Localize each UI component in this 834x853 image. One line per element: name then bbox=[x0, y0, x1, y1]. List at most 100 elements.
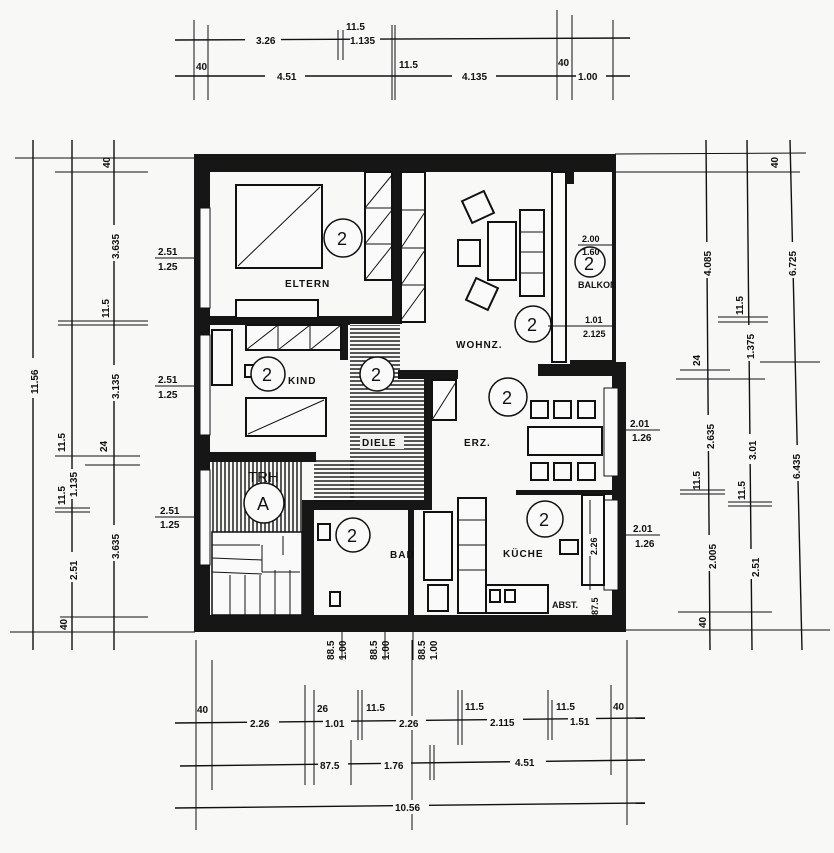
dim-label: 1.135 bbox=[350, 36, 375, 47]
dim-label: 2.635 bbox=[706, 424, 717, 449]
balkon-door-height: 2.125 bbox=[583, 329, 606, 339]
opening-height: 1.00 bbox=[381, 640, 392, 660]
opening-width: 88.5 bbox=[417, 640, 428, 660]
dim-label: 2.51 bbox=[751, 557, 762, 577]
window-height: 1.26 bbox=[632, 433, 652, 444]
room-labels: ELTERN KIND DIELE WOHNZ. ERZ. BAD KÜCHE … bbox=[248, 279, 617, 610]
dim-label: 2.26 bbox=[399, 719, 419, 730]
balkon-annotations: 2.00 1.60 1.01 2.125 2.26 87.5 bbox=[548, 234, 612, 615]
room-number: 2 bbox=[584, 254, 594, 274]
window-height: 1.25 bbox=[160, 520, 180, 531]
balkon-window-height: 1.60 bbox=[582, 247, 600, 257]
balkon-window-width: 2.00 bbox=[582, 234, 600, 244]
dim-label: 11.5 bbox=[346, 22, 365, 33]
dim-label: 10.56 bbox=[395, 803, 420, 814]
room-label-erz: ERZ. bbox=[464, 438, 491, 449]
dim-label: 2.26 bbox=[250, 719, 270, 730]
dim-label: 1.76 bbox=[384, 761, 404, 772]
room-label-bad: BAD bbox=[390, 550, 415, 561]
dim-label: 3.635 bbox=[111, 234, 122, 259]
dim-label: 2.51 bbox=[69, 560, 80, 580]
room-label-diele: DIELE bbox=[362, 438, 396, 449]
dim-label: 6.725 bbox=[788, 251, 799, 276]
dim-label: 1.135 bbox=[69, 472, 80, 497]
dim-label: 1.375 bbox=[746, 334, 757, 359]
dim-label: 1.51 bbox=[570, 717, 590, 728]
dim-label: 40 bbox=[59, 618, 70, 630]
window-height: 1.26 bbox=[635, 539, 655, 550]
room-number: 2 bbox=[502, 388, 512, 408]
room-label-kueche: KÜCHE bbox=[503, 547, 544, 560]
window-width: 2.51 bbox=[158, 247, 178, 258]
room-label-wohnz: WOHNZ. bbox=[456, 340, 503, 351]
abst-depth: 87.5 bbox=[590, 597, 600, 615]
room-number: 2 bbox=[347, 526, 357, 546]
room-number: 2 bbox=[337, 229, 347, 249]
dim-label: 1.01 bbox=[325, 719, 345, 730]
dim-label: 11.5 bbox=[399, 60, 418, 71]
walls bbox=[194, 154, 626, 632]
window-width: 2.51 bbox=[160, 506, 180, 517]
staircase bbox=[211, 531, 303, 616]
dim-label: 4.51 bbox=[277, 72, 297, 83]
room-number: 2 bbox=[371, 365, 381, 385]
dim-label: 4.085 bbox=[703, 251, 714, 276]
furniture bbox=[211, 171, 605, 614]
window-height: 1.25 bbox=[158, 390, 178, 401]
dim-label: 11.56 bbox=[30, 369, 41, 394]
room-markers: 2 2 2 2 2 2 2 2 A bbox=[243, 218, 606, 553]
dim-label: 11.5 bbox=[465, 702, 484, 713]
room-label-kind: KIND bbox=[288, 376, 316, 387]
window-height: 1.25 bbox=[158, 262, 178, 273]
dim-label: 40 bbox=[196, 62, 208, 73]
dim-label: 2.115 bbox=[490, 718, 515, 729]
dim-label: 40 bbox=[102, 156, 113, 168]
dim-label: 3.635 bbox=[111, 534, 122, 559]
dim-label: 40 bbox=[770, 156, 781, 168]
kitchen-depth: 2.26 bbox=[589, 537, 599, 555]
opening-width: 88.5 bbox=[326, 640, 337, 660]
left-dimensions: 11.56 40 3.635 11.5 3.135 24 3.635 11.5 … bbox=[10, 140, 196, 650]
dim-label: 87.5 bbox=[320, 761, 340, 772]
stair-marker: A bbox=[257, 494, 269, 514]
dim-label: 4.51 bbox=[515, 758, 535, 769]
dim-label: 4.135 bbox=[462, 72, 487, 83]
top-dimensions: 3.26 11.5 1.135 40 4.51 11.5 4.135 40 1.… bbox=[174, 10, 631, 100]
room-label-trh: TRH bbox=[248, 469, 279, 486]
dim-label: 24 bbox=[692, 354, 703, 366]
dim-label: 40 bbox=[197, 705, 209, 716]
room-number: 2 bbox=[539, 510, 549, 530]
dim-label: 26 bbox=[317, 704, 329, 715]
dim-label: 3.135 bbox=[111, 374, 122, 399]
room-number: 2 bbox=[262, 365, 272, 385]
dim-label: 11.5 bbox=[735, 296, 746, 315]
dim-label: 11.5 bbox=[692, 471, 703, 490]
window-width: 2.01 bbox=[630, 419, 650, 430]
right-dimensions: 40 4.085 24 2.635 11.5 2.005 40 11.5 1.3… bbox=[614, 139, 830, 651]
opening-height: 1.00 bbox=[429, 640, 440, 660]
room-label-abst: ABST. bbox=[552, 600, 578, 610]
window-width: 2.01 bbox=[633, 524, 653, 535]
balkon-door-width: 1.01 bbox=[585, 315, 603, 325]
dim-label: 11.5 bbox=[101, 299, 112, 318]
dim-label: 11.5 bbox=[57, 486, 68, 505]
room-number: 2 bbox=[527, 315, 537, 335]
dim-label: 11.5 bbox=[57, 433, 68, 452]
dim-label: 40 bbox=[613, 702, 625, 713]
dim-label: 3.26 bbox=[256, 36, 276, 47]
room-label-eltern: ELTERN bbox=[285, 279, 330, 290]
dim-label: 11.5 bbox=[737, 481, 748, 500]
dim-label: 11.5 bbox=[556, 702, 575, 713]
opening-width: 88.5 bbox=[369, 640, 380, 660]
dim-label: 11.5 bbox=[366, 703, 385, 714]
dim-label: 24 bbox=[99, 440, 110, 452]
dim-label: 6.435 bbox=[792, 454, 803, 479]
opening-height: 1.00 bbox=[338, 640, 349, 660]
room-label-balkon: BALKON bbox=[578, 280, 617, 290]
dim-label: 1.00 bbox=[578, 72, 598, 83]
dim-label: 40 bbox=[558, 58, 570, 69]
window-width: 2.51 bbox=[158, 375, 178, 386]
dim-label: 40 bbox=[698, 616, 709, 628]
dim-label: 2.005 bbox=[708, 544, 719, 569]
